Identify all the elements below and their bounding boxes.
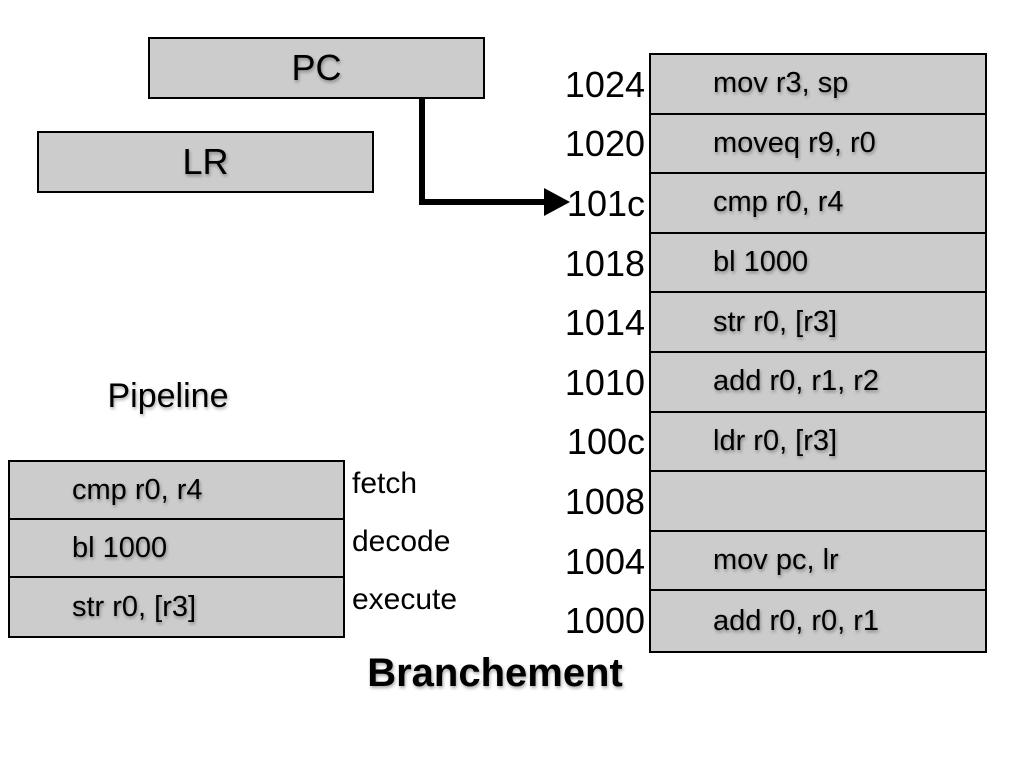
memory-instruction: ldr r0, [r3]	[713, 424, 838, 457]
memory-instruction: add r0, r0, r1	[713, 604, 880, 637]
memory-row: moveq r9, r0	[651, 115, 985, 175]
memory-row	[651, 472, 985, 532]
memory-row: add r0, r1, r2	[651, 353, 985, 413]
pipeline-stage-label: fetch	[352, 467, 418, 500]
memory-address-label: 1004	[564, 540, 645, 582]
lr-register-label: LR	[182, 141, 229, 182]
memory-address-label: 1014	[564, 302, 645, 344]
arrow-line	[419, 97, 546, 205]
memory-address-label: 101c	[566, 182, 645, 224]
memory-instruction: add r0, r1, r2	[713, 365, 880, 398]
pipeline-row: str r0, [r3]	[10, 578, 343, 636]
memory-address-label: 1020	[564, 123, 645, 165]
memory-address-column: 1024 1020 101c 1018 1014 1010 100c 1008 …	[538, 55, 645, 651]
pc-register-label: PC	[291, 47, 342, 88]
memory-instruction: mov pc, lr	[713, 544, 839, 577]
memory-address-label: 1024	[564, 63, 645, 105]
pipeline-title: Pipeline	[107, 377, 229, 415]
pipeline-stage-column: fetch decode execute	[352, 455, 457, 629]
slide-title: Branchement	[367, 651, 623, 695]
pipeline-table: cmp r0, r4 bl 1000 str r0, [r3]	[8, 460, 345, 638]
pipeline-instruction: cmp r0, r4	[72, 473, 203, 506]
memory-row: mov pc, lr	[651, 532, 985, 592]
pipeline-instruction: bl 1000	[72, 531, 168, 564]
memory-row: str r0, [r3]	[651, 293, 985, 353]
memory-row: add r0, r0, r1	[651, 591, 985, 651]
pipeline-stage-label: decode	[352, 525, 451, 558]
memory-row: bl 1000	[651, 234, 985, 294]
memory-instruction: cmp r0, r4	[713, 186, 844, 219]
memory-instruction: mov r3, sp	[713, 67, 849, 100]
memory-row: cmp r0, r4	[651, 174, 985, 234]
memory-row: ldr r0, [r3]	[651, 413, 985, 473]
pipeline-row: cmp r0, r4	[10, 462, 343, 520]
memory-address-label: 100c	[566, 421, 645, 463]
memory-instruction: moveq r9, r0	[713, 126, 876, 159]
pipeline-instruction: str r0, [r3]	[72, 590, 197, 623]
memory-address-label: 1000	[564, 600, 645, 642]
memory-row: mov r3, sp	[651, 55, 985, 115]
pipeline-row: bl 1000	[10, 520, 343, 578]
memory-address-label: 1010	[564, 361, 645, 403]
pipeline-stage-label: execute	[352, 583, 458, 616]
memory-instruction: bl 1000	[713, 246, 809, 279]
pc-register-box: PC	[148, 37, 485, 99]
memory-table: mov r3, sp moveq r9, r0 cmp r0, r4 bl 10…	[649, 53, 987, 653]
memory-address-label: 1018	[564, 242, 645, 284]
memory-instruction: str r0, [r3]	[713, 305, 838, 338]
memory-address-label: 1008	[564, 480, 645, 522]
lr-register-box: LR	[37, 131, 374, 193]
